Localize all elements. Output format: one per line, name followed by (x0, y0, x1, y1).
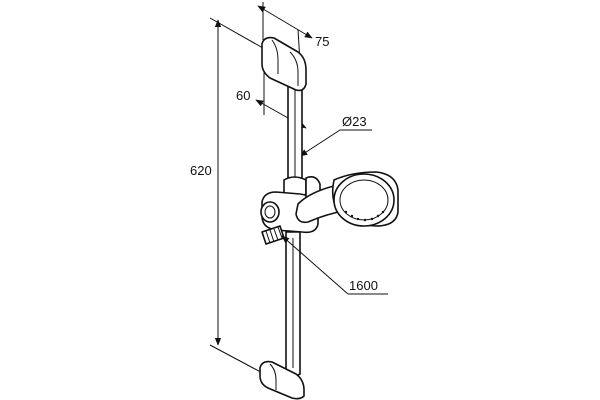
dimension-hose-length: 1600 (281, 235, 388, 295)
dimension-label-diameter: Ø23 (342, 114, 367, 129)
nozzle-ring (344, 210, 385, 222)
dimension-label-height: 620 (190, 163, 212, 178)
dimension-label-depth: 75 (315, 34, 329, 49)
dimension-depth: 75 (257, 2, 329, 63)
dimension-label-offset: 60 (236, 88, 250, 103)
thread-screw (261, 225, 285, 245)
dimension-label-hose: 1600 (349, 278, 378, 293)
slide-rail (285, 77, 303, 377)
hand-shower (295, 171, 399, 227)
bottom-wall-bracket (259, 360, 305, 400)
dimension-rail-diameter: Ø23 (299, 114, 372, 157)
dimension-total-height: 620 (190, 17, 271, 378)
top-wall-bracket (261, 36, 307, 92)
